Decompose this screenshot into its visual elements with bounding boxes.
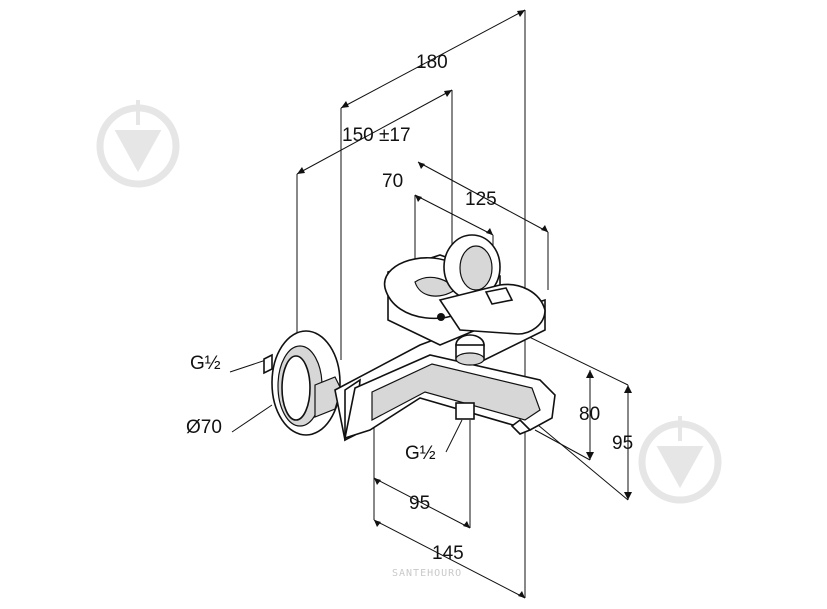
dim-180-label: 180 (416, 52, 448, 73)
arrowheads (297, 10, 632, 598)
flange-diameter-label: Ø70 (186, 417, 222, 438)
inlet-thread-label: G½ (190, 353, 221, 374)
bath-mixer-illustration (263, 234, 556, 442)
dim-145-label: 145 (432, 543, 464, 564)
dim-150-label: 150 ±17 (342, 125, 411, 146)
dim-70-label: 70 (382, 171, 403, 192)
dim-95-right-label: 95 (612, 433, 633, 454)
watermark-text: SANTEHOURO (392, 568, 462, 579)
dim-80-label: 80 (579, 404, 600, 425)
dim-95-bottom-label: 95 (409, 493, 430, 514)
dim-125-label: 125 (465, 189, 497, 210)
watermark-logo-right-icon (638, 416, 722, 504)
left-flange (263, 330, 341, 436)
outlet-thread-label: G½ (405, 443, 436, 464)
watermark-logo-left-icon (96, 100, 180, 188)
